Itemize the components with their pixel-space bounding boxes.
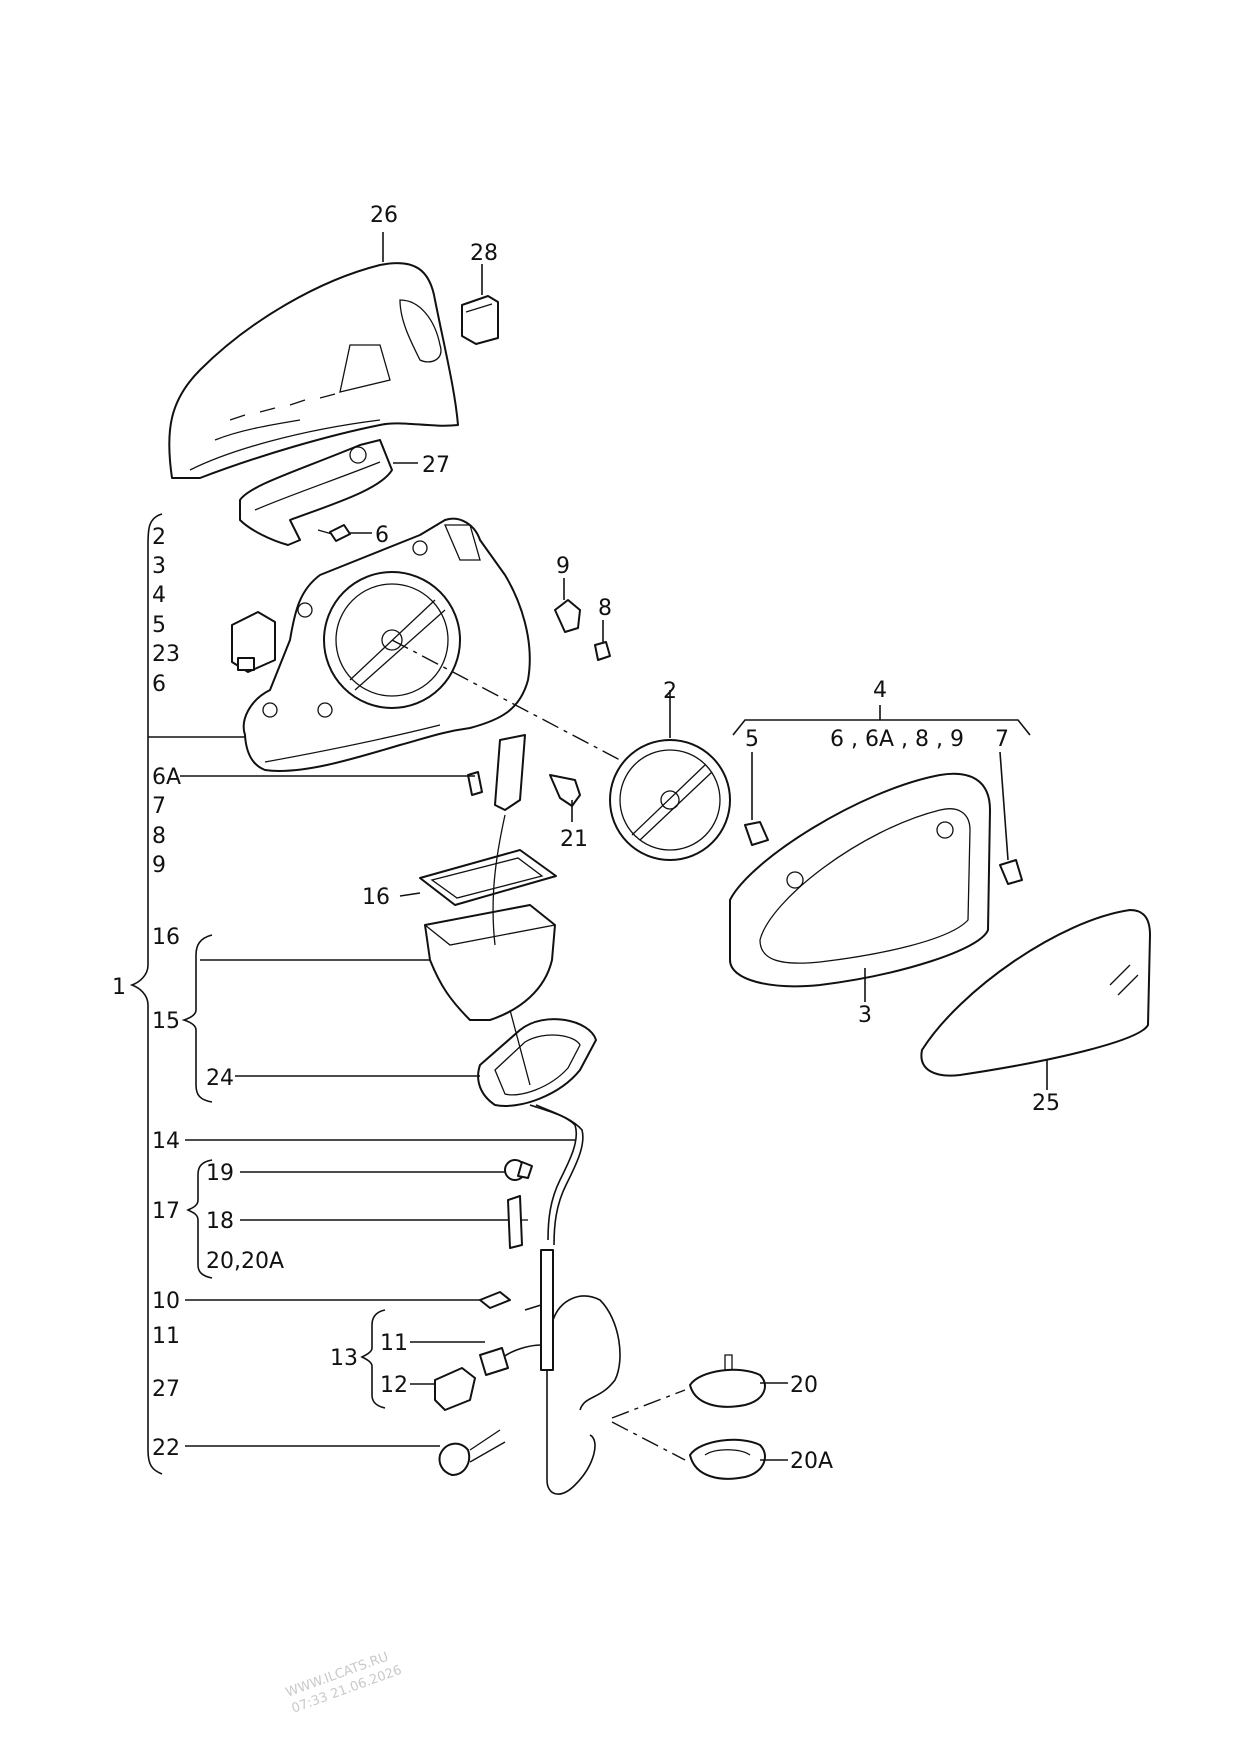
callout-2: 2 [663,679,677,704]
list-root-1: 1 [112,975,126,1000]
screw-6 [317,524,351,542]
list-item: 19 [206,1161,234,1186]
screw-21 [549,774,581,807]
screw-8 [594,641,611,661]
part-20a-grommet [689,1438,766,1480]
part-25-mirror-glass [920,909,1151,1077]
screw-5 [744,821,769,846]
callout-25: 25 [1032,1091,1060,1116]
list-item: 6A [152,765,181,790]
callout-5: 5 [745,727,759,752]
part-23-connector [231,611,276,673]
callout-7: 7 [995,727,1009,752]
part-22-grommet-clip [438,1429,506,1476]
part-26-mirror-cap [168,262,459,479]
part-20-grommet [689,1354,766,1408]
part-27-bracket [239,439,393,546]
mirror-housing [242,517,531,772]
callout-6: 6 [375,523,389,548]
list-item: 12 [380,1373,408,1398]
part-2-carrier-plate [609,739,731,861]
list-item: 14 [152,1129,180,1154]
callout-20: 20 [790,1373,818,1398]
brace-17 [186,1159,213,1279]
list-item: 11 [380,1331,408,1356]
part-28-clip [461,295,499,345]
list-item: 18 [206,1209,234,1234]
list-item: 27 [152,1377,180,1402]
brace-13 [360,1309,386,1409]
brace-15 [181,934,213,1103]
part-11-connector [479,1347,509,1376]
list-item: 2 [152,525,166,550]
callout-27: 27 [422,453,450,478]
callout-8: 8 [598,596,612,621]
list-item: 8 [152,824,166,849]
list-item: 22 [152,1436,180,1461]
callout-3: 3 [858,1003,872,1028]
part-19-push-clip [504,1159,533,1181]
callout-26: 26 [370,203,398,228]
list-item: 20,20A [206,1249,284,1274]
part-14-wiring-harness [499,1104,621,1495]
part-3-mirror-frame [729,772,991,988]
list-item: 7 [152,794,166,819]
list-item: 24 [206,1066,234,1091]
list-item: 23 [152,642,180,667]
watermark: WWW.ILCATS.RU 07:33 21.06.2026 [284,1650,404,1717]
list-item: 10 [152,1289,180,1314]
list-item: 11 [152,1324,180,1349]
list-item: 9 [152,853,166,878]
part-18-clip [507,1195,528,1249]
brace-1 [129,513,163,1475]
callout-4-sub: 6 , 6A , 8 , 9 [830,727,964,752]
screw-6a [467,771,483,796]
list-item: 6 [152,672,166,697]
bracket-4 [732,705,1031,736]
list-item: 13 [330,1346,358,1371]
list-item: 16 [152,925,180,950]
list-item: 5 [152,613,166,638]
list-item: 4 [152,583,166,608]
screw-7 [999,859,1023,885]
alignment-line [391,639,621,761]
motor-stem [494,734,526,811]
part-15-grommet [424,814,556,1021]
callout-4: 4 [873,678,887,703]
alignment-line-20 [611,1389,686,1419]
callout-21: 21 [560,827,588,852]
part-9-clip [554,599,581,633]
list-item: 3 [152,554,166,579]
part-10-connector [479,1291,511,1309]
callout-16: 16 [362,885,390,910]
part-24-seal [477,1009,597,1107]
list-item: 15 [152,1009,180,1034]
part-12-plug [434,1367,476,1411]
callout-28: 28 [470,241,498,266]
callout-20a: 20A [790,1449,833,1474]
part-16-seal [419,849,557,906]
alignment-line-20a [611,1421,686,1461]
list-item: 17 [152,1199,180,1224]
callout-9: 9 [556,554,570,579]
